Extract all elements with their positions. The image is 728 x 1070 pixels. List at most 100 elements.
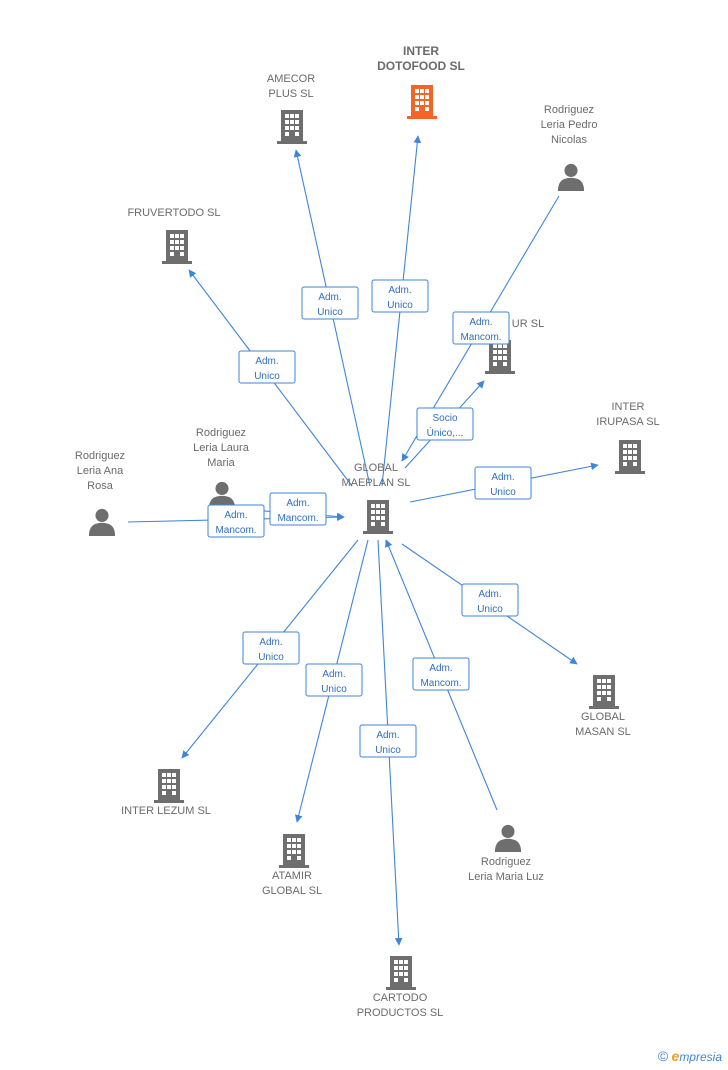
edge-label-box[interactable] — [452, 311, 510, 345]
edge-label-box[interactable] — [301, 286, 359, 320]
edge-label-8[interactable]: Adm.Mancom. — [207, 504, 265, 538]
building-icon[interactable] — [279, 834, 309, 868]
edge-label-text: Adm. — [318, 292, 341, 303]
node-label[interactable]: CARTODO — [373, 992, 428, 1004]
node-label[interactable]: FRUVERTODO SL — [127, 207, 220, 219]
edge-label-box[interactable] — [412, 657, 470, 691]
edge-label-text: Adm. — [286, 498, 309, 509]
edge-label-text: Adm. — [259, 637, 282, 648]
edge-label-text: Unico — [254, 371, 280, 382]
edge-label-5[interactable]: SocioÚnico,... — [416, 407, 474, 441]
person-icon[interactable] — [494, 824, 522, 852]
edge-label-4[interactable]: Adm. Mancom. — [452, 311, 510, 345]
building-icon[interactable] — [363, 500, 393, 534]
node-label[interactable]: PLUS SL — [268, 88, 313, 100]
building-icon[interactable] — [407, 85, 437, 119]
node-label[interactable]: Leria Ana — [77, 465, 124, 477]
edge-label-12[interactable]: Adm.Unico — [359, 724, 417, 758]
edge-label-11[interactable]: Adm.Unico — [305, 663, 363, 697]
node-label[interactable]: Leria Maria Luz — [468, 871, 544, 883]
node-label[interactable]: Leria Laura — [193, 442, 250, 454]
node-label[interactable]: MAEPLAN SL — [341, 477, 410, 489]
building-icon[interactable] — [277, 110, 307, 144]
edge-label-box[interactable] — [461, 583, 519, 617]
node-label[interactable]: Rodriguez — [544, 104, 594, 116]
node-fruvertodo[interactable]: FRUVERTODO SL — [127, 207, 221, 264]
edge-label-box[interactable] — [416, 407, 474, 441]
edge-label-9[interactable]: Adm.Unico — [461, 583, 519, 617]
edge-label-13[interactable]: Adm. Mancom. — [412, 657, 470, 691]
node-inter-irupasa[interactable]: INTER IRUPASA SL — [596, 401, 660, 474]
node-label[interactable]: INTER LEZUM SL — [121, 805, 211, 817]
node-inter-lezum[interactable]: INTER LEZUM SL — [121, 769, 211, 817]
node-label[interactable]: INTER — [612, 401, 645, 413]
edge-label-text: Único,... — [427, 426, 464, 439]
edge-label-text: Unico — [321, 684, 347, 695]
node-cartodo-productos[interactable]: CARTODO PRODUCTOS SL — [357, 956, 444, 1019]
edge-label-box[interactable] — [474, 466, 532, 500]
building-icon[interactable] — [154, 769, 184, 803]
edge-label-3[interactable]: Adm. Unico — [238, 350, 296, 384]
person-icon[interactable] — [557, 163, 585, 191]
edge-label-box[interactable] — [242, 631, 300, 665]
building-icon[interactable] — [615, 440, 645, 474]
edge-label-2[interactable]: Adm.Unico — [301, 286, 359, 320]
edge-label-box[interactable] — [359, 724, 417, 758]
edge-label-text: Unico — [490, 487, 516, 498]
node-label[interactable]: AMECOR — [267, 73, 315, 85]
node-global-masan[interactable]: GLOBAL MASAN SL — [575, 675, 631, 738]
node-label[interactable]: Rodriguez — [75, 450, 125, 462]
node-label[interactable]: IRUPASA SL — [596, 416, 659, 428]
node-label[interactable]: GLOBAL SL — [262, 885, 322, 897]
edge-label-1[interactable]: Adm. Unico — [371, 279, 429, 313]
edge-label-box[interactable] — [269, 492, 327, 526]
edge-label-text: Adm. — [429, 663, 452, 674]
building-icon[interactable] — [386, 956, 416, 990]
node-label[interactable]: ATAMIR — [272, 870, 312, 882]
node-label[interactable]: GLOBAL — [581, 711, 625, 723]
brand-name: mpresia — [679, 1050, 722, 1064]
node-label[interactable]: UR SL — [512, 318, 544, 330]
node-global-maeplan[interactable]: GLOBAL MAEPLAN SL — [341, 462, 411, 534]
edge-label-text: Adm. — [491, 472, 514, 483]
edge-label-box[interactable] — [238, 350, 296, 384]
edge-label-10[interactable]: Adm. Unico — [242, 631, 300, 665]
node-label[interactable]: Rodriguez — [196, 427, 246, 439]
edge-label-box[interactable] — [305, 663, 363, 697]
node-amecor-plus[interactable]: AMECOR PLUS SL — [267, 73, 315, 144]
node-label[interactable]: DOTOFOOD SL — [377, 59, 465, 73]
node-label[interactable]: Leria Pedro — [541, 119, 598, 131]
node-label[interactable]: Nicolas — [551, 134, 588, 146]
node-label[interactable]: MASAN SL — [575, 726, 631, 738]
edge-label-box[interactable] — [207, 504, 265, 538]
building-icon[interactable] — [589, 675, 619, 709]
edge-label-text: Unico — [258, 652, 284, 663]
edge-label-text: Mancom. — [420, 678, 461, 689]
node-atamir-global[interactable]: ATAMIR GLOBAL SL — [262, 834, 322, 897]
node-label[interactable]: PRODUCTOS SL — [357, 1007, 444, 1019]
building-icon[interactable] — [485, 340, 515, 374]
edge-label-6[interactable]: Adm. Unico — [474, 466, 532, 500]
node-label[interactable]: Maria — [207, 457, 235, 469]
node-ur-sl[interactable]: UR SL — [485, 318, 544, 374]
building-icon[interactable] — [162, 230, 192, 264]
edge-label-text: Adm. — [255, 356, 278, 367]
footer-brand[interactable]: © empresia — [658, 1048, 722, 1064]
edge-label-7[interactable]: Adm.Mancom. — [269, 492, 327, 526]
node-label[interactable]: INTER — [403, 44, 439, 58]
person-icon[interactable] — [88, 508, 116, 536]
edge-label-text: Adm. — [469, 317, 492, 328]
edge-label-box[interactable] — [371, 279, 429, 313]
node-label[interactable]: Rosa — [87, 480, 114, 492]
edge-label-text: Mancom. — [460, 332, 501, 343]
edge-label-text: Adm. — [388, 285, 411, 296]
node-label[interactable]: Rodriguez — [481, 856, 531, 868]
node-label[interactable]: GLOBAL — [354, 462, 398, 474]
edge-label-text: Unico — [387, 300, 413, 311]
